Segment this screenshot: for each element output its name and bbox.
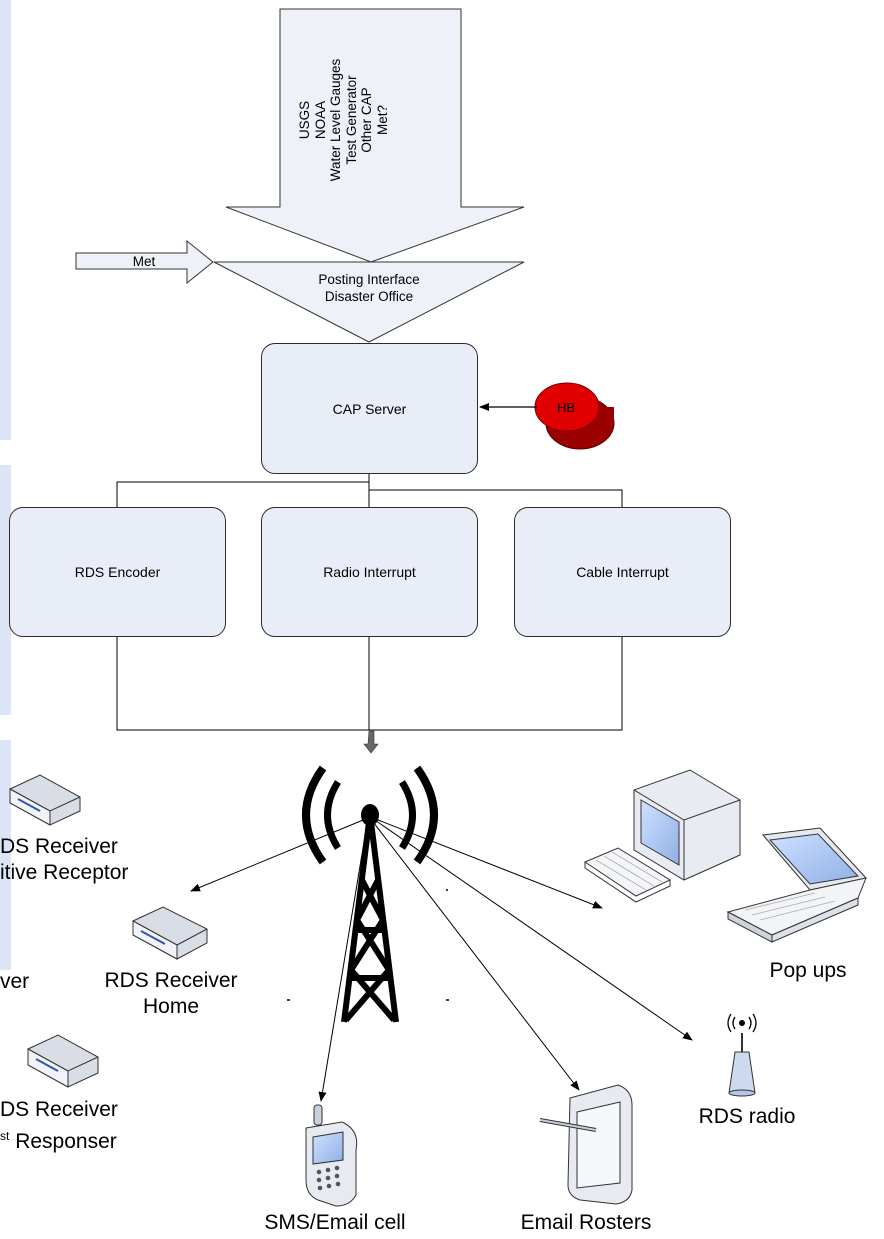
rds-radio-icon xyxy=(727,1013,757,1097)
responder-receiver-label-2: st Responser xyxy=(0,1123,117,1155)
posting-interface-shape xyxy=(213,261,525,343)
desktop-computer-icon xyxy=(583,769,741,903)
connector-lines xyxy=(116,472,623,731)
sidebar-strip-top xyxy=(0,0,11,440)
responder-receiver-label-1: DS Receiver xyxy=(0,1098,118,1121)
responder-superscript: st xyxy=(0,1129,10,1143)
laptop-icon xyxy=(726,827,867,943)
sensitive-receptor-label-2: itive Receptor xyxy=(0,861,129,884)
sms-email-cell-label: SMS/Email cell xyxy=(264,1211,406,1234)
home-receiver-label-2: Home xyxy=(142,995,200,1018)
posting-interface-title: Posting Interface xyxy=(318,272,420,287)
source-other-cap: Other CAP xyxy=(359,87,374,153)
posting-interface-subtitle: Disaster Office xyxy=(324,289,414,304)
rds-encoder-box[interactable]: RDS Encoder xyxy=(9,507,226,637)
met-arrow-label: Met xyxy=(132,254,156,269)
sensitive-receptor-label-1: DS Receiver xyxy=(0,835,118,858)
cap-server-label: CAP Server xyxy=(332,400,407,417)
radio-interrupt-box[interactable]: Radio Interrupt xyxy=(261,507,478,637)
rds-radio-label: RDS radio xyxy=(698,1105,796,1128)
rds-encoder-label: RDS Encoder xyxy=(74,564,161,580)
heartbeat-disk xyxy=(534,382,615,450)
source-noaa: NOAA xyxy=(312,100,328,140)
popups-label: Pop ups xyxy=(769,959,847,982)
receiver-device-icon xyxy=(9,774,81,826)
receiver-device-icon xyxy=(132,906,208,960)
sidebar-strip-bottom xyxy=(0,740,11,970)
cap-server-box[interactable]: CAP Server xyxy=(261,343,478,474)
input-sources-arrow xyxy=(225,8,525,263)
cable-interrupt-box[interactable]: Cable Interrupt xyxy=(514,507,731,637)
cable-interrupt-label: Cable Interrupt xyxy=(576,564,669,580)
email-rosters-label: Email Rosters xyxy=(520,1211,652,1234)
source-usgs: USGS xyxy=(297,100,312,140)
tablet-pda-icon xyxy=(539,1084,633,1205)
source-water-level-gauges: Water Level Gauges xyxy=(328,58,343,182)
radio-interrupt-label: Radio Interrupt xyxy=(323,564,416,580)
source-met: Met? xyxy=(374,105,390,136)
heartbeat-label: HB xyxy=(556,400,576,415)
down-arrow xyxy=(363,730,379,754)
cropped-receiver-label: ver xyxy=(0,970,30,993)
responder-label-text: Responser xyxy=(15,1130,117,1153)
tower-icon xyxy=(302,765,438,1023)
met-arrow xyxy=(75,239,214,285)
receiver-device-icon xyxy=(27,1034,99,1088)
sidebar-strip-middle xyxy=(0,465,11,715)
home-receiver-label-1: RDS Receiver xyxy=(104,969,238,992)
input-sources-list: USGS NOAA Water Level Gauges Test Genera… xyxy=(297,35,390,205)
source-test-generator: Test Generator xyxy=(343,75,359,165)
cell-phone-icon xyxy=(305,1104,358,1207)
broadcast-rays xyxy=(190,817,693,1102)
